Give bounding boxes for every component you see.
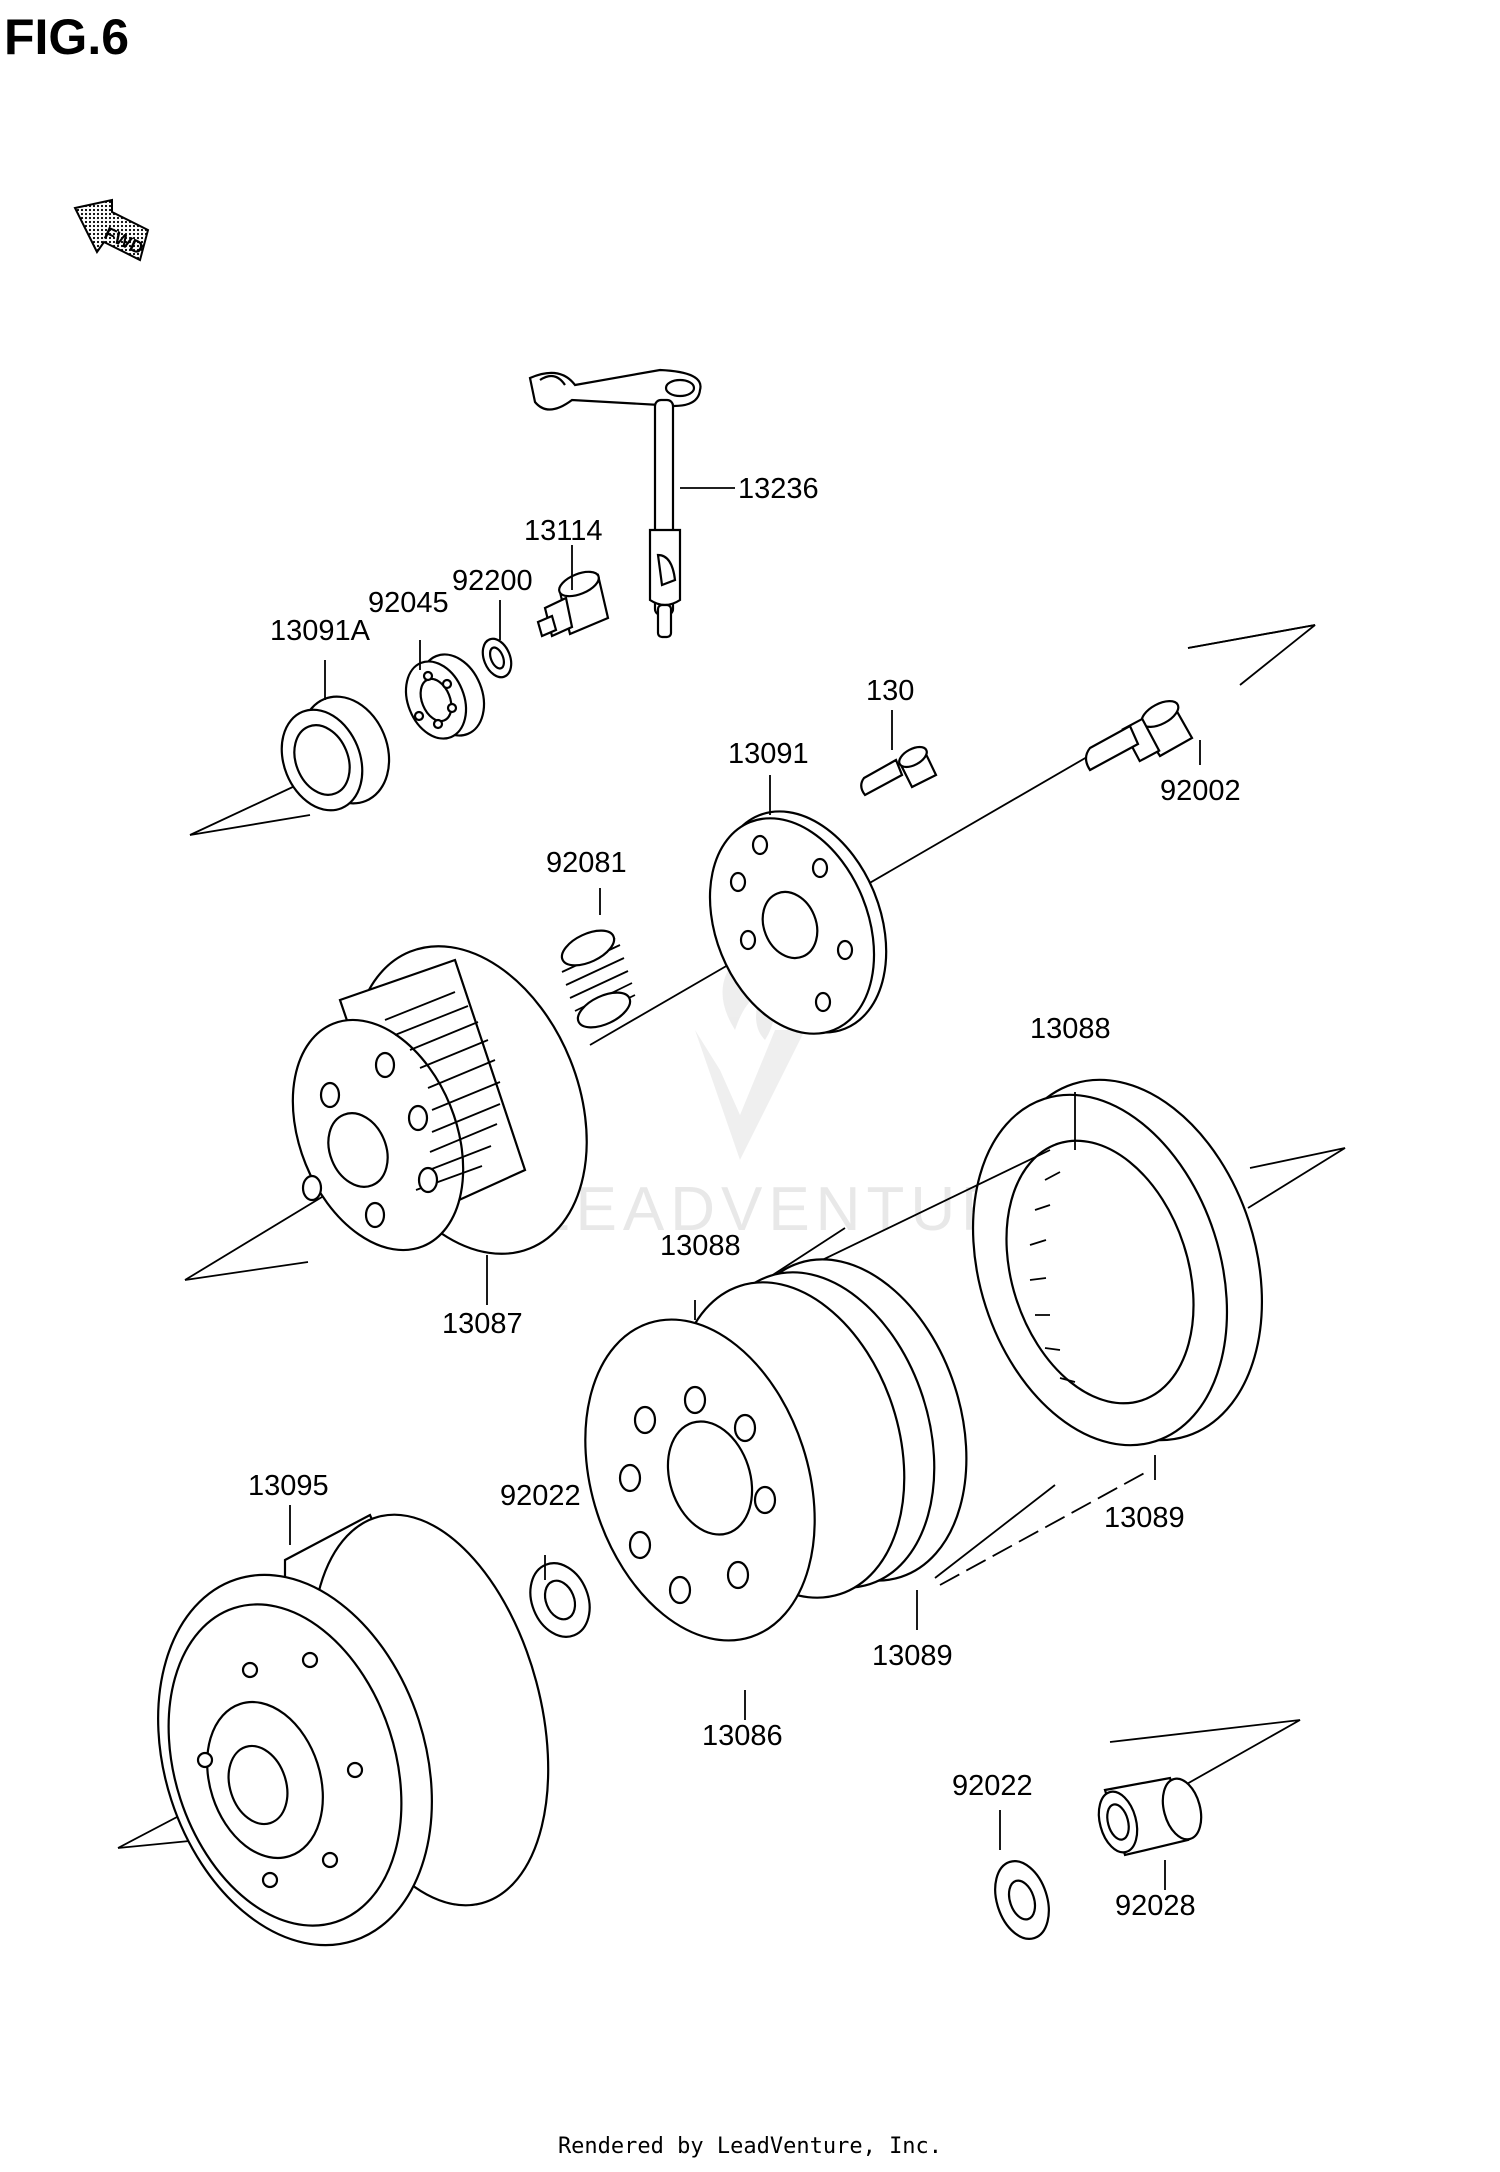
label-13088-upper[interactable]: 13088 (1030, 1013, 1111, 1045)
label-13091A[interactable]: 13091A (270, 615, 371, 647)
label-92028[interactable]: 92028 (1115, 1890, 1196, 1922)
part-92045-bearing[interactable] (395, 645, 495, 748)
part-13087-clutch-hub[interactable] (261, 911, 630, 1289)
part-92022-washer-upper[interactable] (520, 1554, 600, 1645)
label-92022-upper[interactable]: 92022 (500, 1480, 581, 1512)
leader-lines (289, 487, 1201, 1890)
assembly-axis-lines (117, 624, 1346, 1849)
label-13089-upper[interactable]: 13089 (1104, 1502, 1185, 1534)
part-13114-push-rod-guide[interactable] (536, 567, 610, 638)
part-13088-friction-plate-upper[interactable] (930, 1045, 1306, 1478)
render-credit: Rendered by LeadVenture, Inc. (557, 2134, 943, 2159)
label-92002[interactable]: 92002 (1160, 775, 1241, 807)
part-13086-clutch-plate[interactable] (546, 1290, 853, 1671)
label-13091[interactable]: 13091 (728, 738, 809, 770)
label-13095[interactable]: 13095 (248, 1470, 329, 1502)
watermark-text: LEADVENTURE (535, 1175, 1059, 1244)
figure-title: FIG.6 (4, 9, 130, 65)
label-13089-lower[interactable]: 13089 (872, 1640, 953, 1672)
label-92045[interactable]: 92045 (368, 587, 449, 619)
part-92081-clutch-spring[interactable] (557, 923, 636, 1034)
part-number-labels: 13236 13114 92200 92045 13091A 130 13091… (248, 473, 1241, 1922)
label-13114[interactable]: 13114 (524, 515, 603, 547)
part-13091-pressure-plate[interactable] (680, 786, 918, 1058)
label-92022-lower[interactable]: 92022 (952, 1770, 1033, 1802)
part-92022-washer-lower[interactable] (986, 1854, 1058, 1946)
part-130-bolt[interactable] (860, 743, 938, 797)
part-92028-collar[interactable] (1093, 1774, 1208, 1857)
part-13236-release-shaft[interactable] (528, 368, 702, 639)
part-13095-clutch-housing[interactable] (113, 1488, 588, 1981)
label-13088-lower[interactable]: 13088 (660, 1230, 741, 1262)
part-92200-washer[interactable] (477, 635, 516, 682)
label-92200[interactable]: 92200 (452, 565, 533, 597)
label-13086[interactable]: 13086 (702, 1720, 783, 1752)
label-130[interactable]: 130 (866, 675, 914, 707)
label-13087[interactable]: 13087 (442, 1308, 523, 1340)
part-13091A-bushing[interactable] (267, 683, 404, 822)
forward-arrow-icon: FWD (73, 198, 150, 262)
label-92081[interactable]: 92081 (546, 847, 627, 879)
part-92002-bolt[interactable] (1084, 696, 1194, 772)
label-13236[interactable]: 13236 (738, 473, 819, 505)
watermark: LEADVENTURE (535, 960, 1059, 1244)
